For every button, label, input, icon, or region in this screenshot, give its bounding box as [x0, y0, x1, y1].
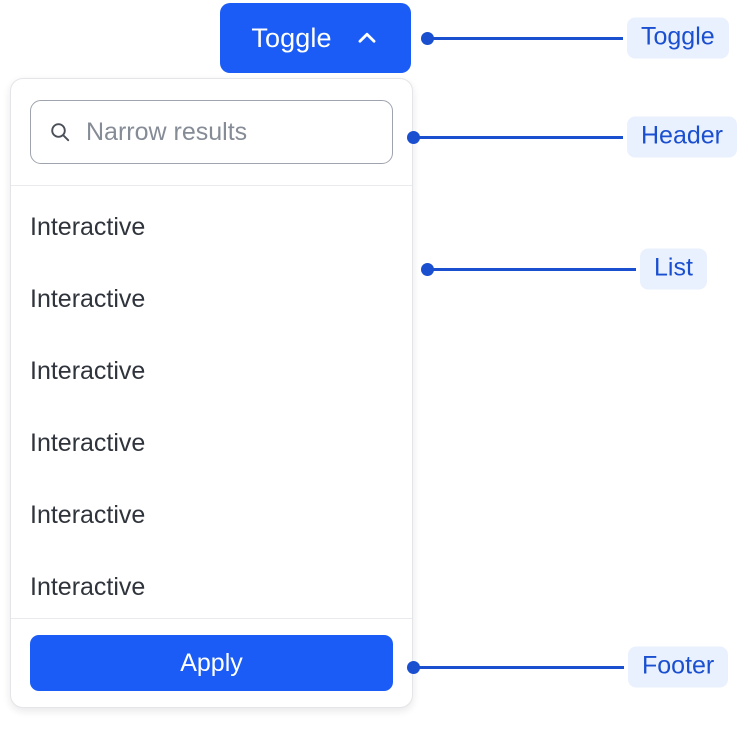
dropdown-footer: Apply [11, 618, 412, 707]
list-item-label: Interactive [30, 500, 146, 529]
annotation-label: List [640, 248, 707, 290]
list-item[interactable]: Interactive [11, 407, 412, 479]
list-item-label: Interactive [30, 212, 146, 241]
list-item-label: Interactive [30, 284, 146, 313]
search-icon [48, 120, 72, 144]
annotation-line [427, 36, 623, 40]
list-item-label: Interactive [30, 572, 146, 601]
toggle-button[interactable]: Toggle [220, 3, 411, 73]
dropdown-list[interactable]: Interactive Interactive Interactive Inte… [11, 186, 412, 618]
dropdown-header [11, 79, 412, 186]
annotation-label: Toggle [627, 17, 729, 59]
annotation-label: Footer [628, 646, 729, 688]
annotation-line [413, 665, 624, 669]
list-item[interactable]: Interactive [11, 479, 412, 551]
dropdown-panel: Interactive Interactive Interactive Inte… [10, 78, 413, 708]
search-field[interactable] [30, 100, 393, 164]
annotation-label: Header [627, 116, 737, 158]
apply-button[interactable]: Apply [30, 635, 393, 691]
search-input[interactable] [86, 117, 375, 147]
list-item-label: Interactive [30, 356, 146, 385]
annotation-footer: Footer [407, 646, 741, 688]
list-item[interactable]: Interactive [11, 263, 412, 335]
list-item[interactable]: Interactive [11, 335, 412, 407]
toggle-button-label: Toggle [251, 22, 332, 53]
annotation-toggle: Toggle [421, 17, 741, 59]
list-item[interactable]: Interactive [11, 551, 412, 618]
list-item-label: Interactive [30, 428, 146, 457]
annotation-list: List [421, 248, 741, 290]
annotation-line [427, 267, 636, 271]
annotation-header: Header [407, 116, 741, 158]
annotation-line [413, 135, 623, 139]
list-item[interactable]: Interactive [11, 191, 412, 263]
chevron-up-icon [354, 25, 380, 51]
